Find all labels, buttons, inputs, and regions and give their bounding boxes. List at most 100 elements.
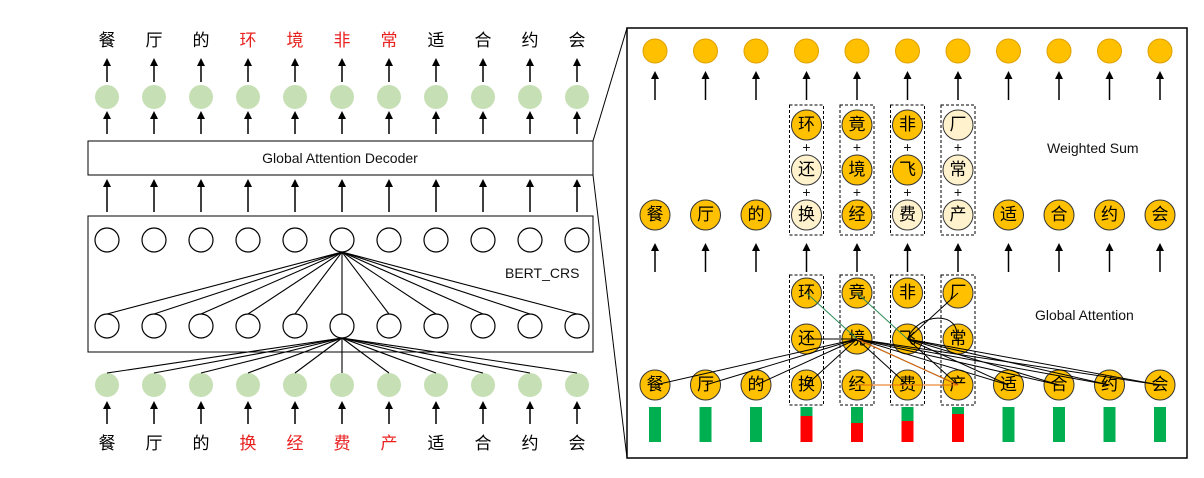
attention-line [341,251,390,315]
candidate-char: 飞 [899,160,916,180]
context-char: 的 [748,205,765,225]
refined-output-node [693,38,718,64]
input-char: 换 [240,434,257,454]
input-embedding-node [283,373,307,397]
detection-bar-top [901,407,914,421]
refined-output-node [642,38,668,64]
context-node [993,199,1024,231]
detection-bar [1154,407,1166,442]
attention-line [153,251,343,315]
input-embedding-node [565,373,589,397]
detection-bar [952,414,964,442]
bert-upper-node [282,227,308,253]
attention-line [106,251,343,315]
context-char: 适 [1000,205,1017,225]
candidate-node [841,109,873,141]
detection-bar-top [952,407,964,414]
input-char: 餐 [99,434,116,454]
candidate-char: 环 [798,115,815,135]
input-embedding-node [189,373,213,397]
candidate-node [892,154,923,186]
right-layer: 环+还+换竟+境+经非+飞+费厂+常+产餐厅的适合约会环还竟境非飞厂常餐厅的换经… [639,38,1176,442]
attention-line [341,337,484,374]
global-attention-line [907,338,1110,386]
global-attention-line [806,338,858,386]
input-embedding-node [236,373,260,397]
attention-line [341,251,437,315]
decoder-label: Global Attention Decoder [262,150,418,166]
input-char: 适 [428,434,445,454]
candidate-node [791,109,822,141]
global-attention-line [856,292,908,340]
input-char: 经 [287,434,304,454]
detection-bar [800,416,813,442]
bert-lower-node [517,313,543,339]
candidate-node [841,154,873,186]
bert-lower-node [376,313,402,339]
zoom-line-bottom [592,174,628,459]
refined-output-node [895,38,920,64]
decoder-output-node [236,85,260,109]
bert-upper-node [235,227,261,253]
context-char: 约 [1101,205,1118,225]
output-char: 的 [193,31,210,51]
attention-line [200,251,343,315]
global-attention-line [705,338,858,386]
bert-upper-node [141,227,167,253]
refined-output-node [1147,38,1173,64]
output-char: 环 [240,31,257,51]
detection-bar [1002,407,1015,442]
plus-sign: + [954,139,962,155]
weighted-sum-group [890,104,925,236]
context-char: 厅 [697,205,714,225]
input-embedding-node [518,373,542,397]
output-char: 厅 [146,31,163,51]
bert-crs-label: BERT_CRS [505,265,579,281]
input-embedding-node [95,373,119,397]
output-char: 非 [334,31,351,51]
input-char: 合 [475,434,492,454]
plus-sign: + [903,184,911,200]
global-attention-group [839,274,875,406]
output-char: 会 [569,31,586,51]
bert-lower-node [188,313,214,339]
attention-line [200,337,343,374]
global-attention-line [755,338,858,386]
bert-lower-node [94,313,120,339]
bert-lower-node [329,313,355,339]
candidate-node [791,154,822,186]
output-char: 约 [522,31,539,51]
global-attention-group [789,274,824,406]
bert-lower-node [423,313,449,339]
input-embedding-node [142,373,166,397]
decoder-output-node [424,85,448,109]
attention-line [341,251,578,315]
attention-line [341,337,531,374]
candidate-char: 非 [899,283,916,303]
candidate-char: 经 [849,205,866,225]
global-attention-line [856,338,908,386]
global-attention-decoder-box [87,140,594,176]
attention-line [247,337,343,374]
global-attention-line [907,338,1060,386]
attention-line [341,251,531,315]
context-char: 会 [1152,205,1169,225]
bert-upper-node [423,227,449,253]
global-attention-line [907,338,959,386]
refined-output-node [794,38,819,64]
input-char: 产 [381,434,398,454]
context-node [1094,199,1125,231]
candidate-node [892,277,923,309]
refined-output-node [996,38,1021,64]
output-char: 餐 [99,31,116,51]
detection-bar [851,423,863,442]
candidate-node [841,199,873,231]
plus-sign: + [853,184,861,200]
detection-bar [649,407,661,442]
bert-upper-node [188,227,214,253]
candidate-node [892,109,923,141]
refined-output-node [743,38,769,64]
input-embedding-node [471,373,495,397]
